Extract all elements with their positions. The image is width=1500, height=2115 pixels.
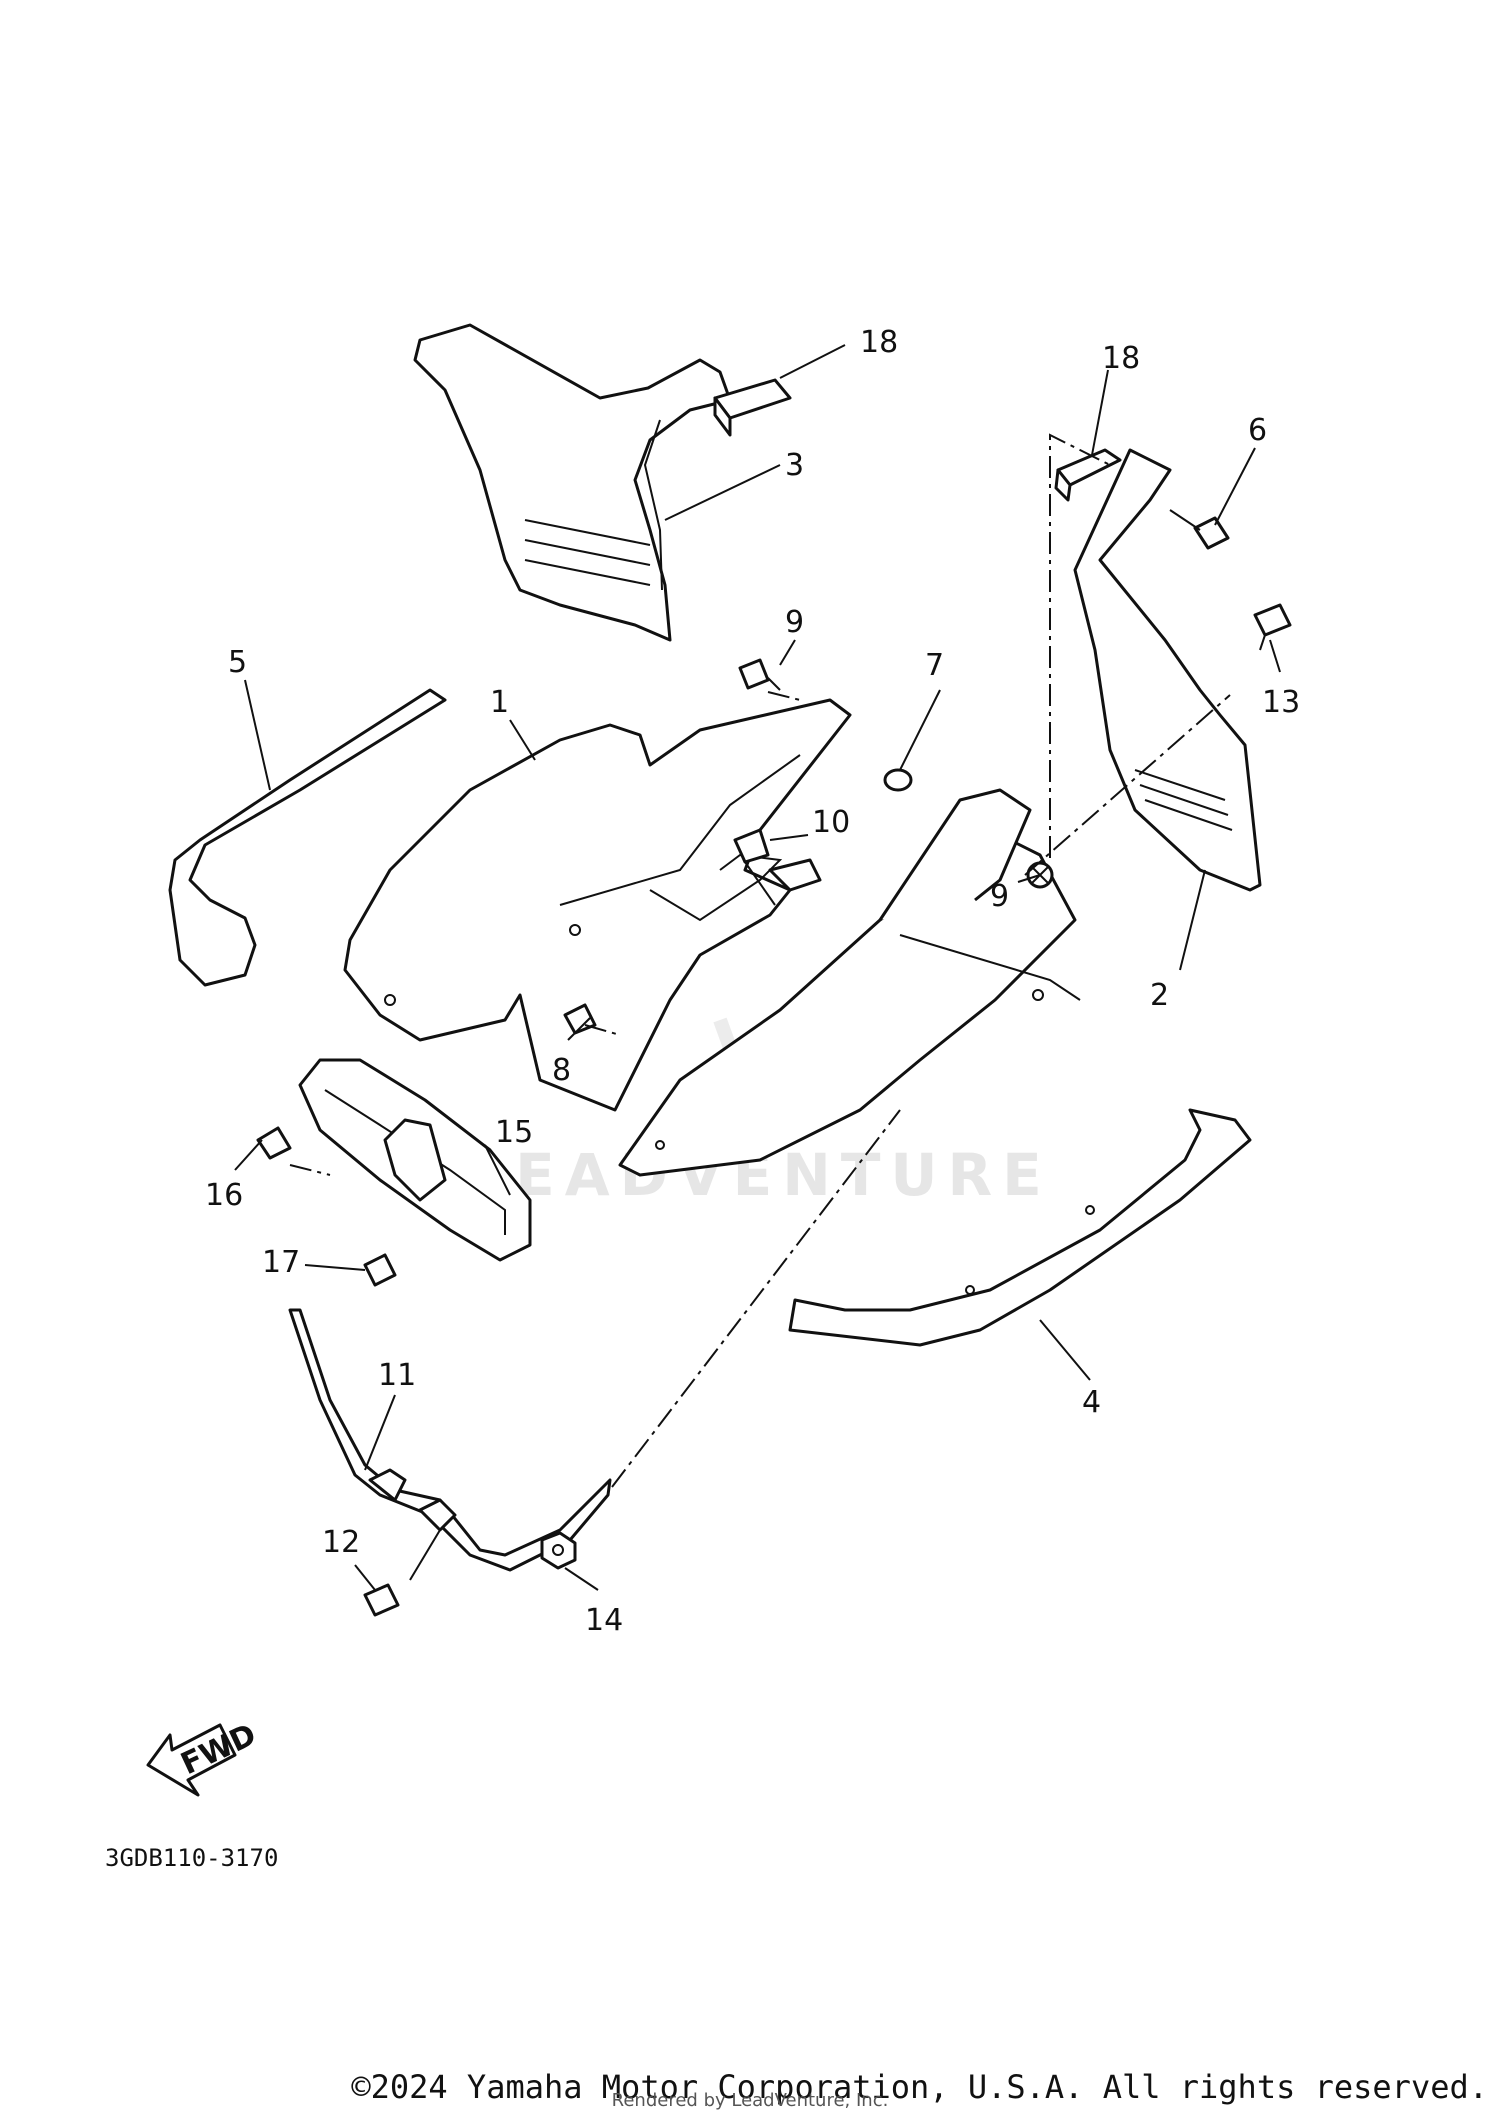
- callout-1: 1: [490, 685, 509, 720]
- callout-2: 2: [1150, 978, 1169, 1013]
- callout-7: 7: [925, 648, 944, 683]
- part-18-pad-right: [1054, 448, 1122, 502]
- callout-4: 4: [1082, 1385, 1101, 1420]
- callout-6: 6: [1248, 413, 1267, 448]
- part-16-bolt: [256, 1126, 292, 1160]
- part-3-side-cover-left: [413, 323, 732, 642]
- hardware: [256, 509, 1292, 1617]
- part-15-bracket: [298, 1058, 532, 1262]
- leader-lines: [234, 344, 1281, 1591]
- callout-9-lower: 9: [990, 879, 1009, 914]
- part-1-rear-fender: [343, 698, 852, 1112]
- callout-12: 12: [322, 1525, 360, 1560]
- part-17-bolt: [363, 1253, 397, 1287]
- callout-15: 15: [495, 1115, 533, 1150]
- callout-10: 10: [812, 805, 850, 840]
- callout-13: 13: [1262, 685, 1300, 720]
- part-11-stay: [288, 1308, 612, 1572]
- fwd-arrow: FWD: [146, 1717, 262, 1797]
- diagram-code: 3GDB110-3170: [105, 1844, 278, 1872]
- rendered-by-notice: Rendered by LeadVenture, Inc.: [611, 2090, 889, 2111]
- callout-3: 3: [785, 448, 804, 483]
- part-7-collar: [883, 768, 913, 792]
- part-5-mud-flap-left: [168, 688, 447, 987]
- part-4-mud-flap-right: [788, 1108, 1252, 1347]
- part-2-side-cover-right: [1073, 448, 1262, 892]
- callout-18-left: 18: [860, 325, 898, 360]
- callout-17: 17: [262, 1245, 300, 1280]
- part-18-pad-left: [713, 378, 792, 437]
- callout-8: 8: [552, 1053, 571, 1088]
- part-6-bolt: [1169, 509, 1230, 550]
- part-10-clip: [733, 828, 776, 906]
- callout-16: 16: [205, 1178, 243, 1213]
- alignment-lines: [289, 433, 1231, 1488]
- copyright-notice: ©2024 Yamaha Motor Corporation, U.S.A. A…: [351, 2068, 1488, 2106]
- callout-5: 5: [228, 645, 247, 680]
- part-9-screw-a: [738, 658, 781, 691]
- part-12-bolt: [363, 1583, 400, 1617]
- part-14-nut: [540, 1531, 577, 1570]
- part-13-screw: [1253, 603, 1292, 651]
- callout-11: 11: [378, 1358, 416, 1393]
- callout-18-right: 18: [1102, 341, 1140, 376]
- callout-9-upper: 9: [785, 605, 804, 640]
- front-fender-assembly: [618, 788, 1081, 1177]
- callout-14: 14: [585, 1603, 623, 1638]
- callout-labels: 18 3 18 6 9 5 1 7 13 10 9 2 8 15 16 17 4…: [205, 325, 1300, 1638]
